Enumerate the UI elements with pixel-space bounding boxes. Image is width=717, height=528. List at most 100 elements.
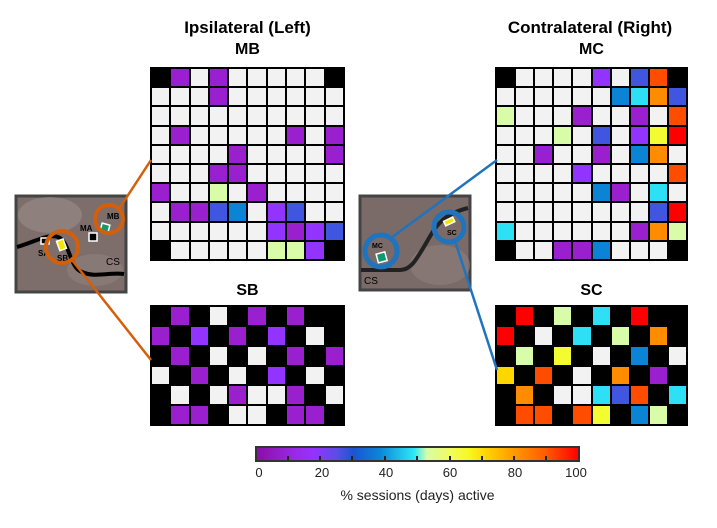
empty-cell — [611, 346, 629, 365]
connector-sc — [453, 240, 499, 371]
heatmap-cell — [573, 326, 591, 345]
heatmap-cell — [229, 107, 247, 125]
empty-cell — [325, 307, 343, 325]
heatmap-cell — [267, 203, 286, 221]
heatmap-cell — [287, 222, 305, 240]
heatmap-cell — [325, 203, 343, 221]
heatmap-cell — [592, 346, 610, 365]
heatmap-cell — [190, 241, 208, 259]
heatmap-cell — [229, 326, 247, 345]
heatmap-cell — [554, 126, 572, 144]
heatmap-cell — [592, 69, 610, 87]
heatmap-cell — [497, 126, 515, 144]
heatmap-cell — [190, 88, 208, 106]
heatmap-cell — [306, 406, 324, 424]
heatmap-cell — [325, 184, 343, 202]
heatmap-cell — [649, 107, 667, 125]
heatmap-cell — [287, 241, 305, 259]
colorbar-minor-tick — [513, 456, 515, 460]
heatmap-cell — [649, 126, 667, 144]
heatmap-cell — [209, 307, 228, 325]
heatmap-cell — [209, 203, 228, 221]
heatmap-cell — [287, 107, 305, 125]
heatmap-cell — [649, 366, 667, 385]
empty-cell — [190, 307, 208, 325]
empty-cell — [152, 241, 170, 259]
heatmap-cell — [649, 69, 667, 87]
heatmap-cell — [287, 386, 305, 405]
label-sb: SB — [57, 254, 68, 263]
heatmap-cell — [248, 145, 266, 163]
heatmap-cell — [152, 203, 170, 221]
heatmap-cell — [630, 346, 648, 365]
heatmap-cell — [554, 165, 572, 183]
empty-cell — [573, 346, 591, 365]
heatmap-cell — [611, 126, 629, 144]
heatmap-cell — [209, 184, 228, 202]
heatmap-cell — [209, 126, 228, 144]
empty-cell — [668, 366, 686, 385]
heatmap-cell — [630, 145, 648, 163]
empty-cell — [248, 366, 266, 385]
connector-mc — [390, 158, 498, 240]
heatmap-cell — [573, 222, 591, 240]
heatmap-cell — [190, 184, 208, 202]
heatmap-cell — [325, 88, 343, 106]
heatmap-cell — [554, 222, 572, 240]
heatmap-cell — [190, 326, 208, 345]
heatmap-cell — [611, 145, 629, 163]
heatmap-cell — [535, 145, 553, 163]
heatmap-cell — [516, 88, 534, 106]
heatmap-cell — [325, 222, 343, 240]
heatmap-cell — [171, 346, 189, 365]
heatmap-cell — [573, 241, 591, 259]
label-sc: SC — [447, 230, 457, 237]
heatmap-cell — [535, 326, 553, 345]
colorbar-tick-label: 40 — [378, 465, 394, 480]
heatmap-cell — [325, 126, 343, 144]
heatmap-cell — [190, 69, 208, 87]
empty-cell — [535, 346, 553, 365]
heatmap-cell — [171, 222, 189, 240]
heatmap-cell — [306, 165, 324, 183]
heatmap-cell — [573, 366, 591, 385]
heatmap-cell — [592, 203, 610, 221]
heatmap-cell — [554, 88, 572, 106]
heatmap-cell — [497, 326, 515, 345]
heatmap-cell — [516, 126, 534, 144]
heatmap-cell — [248, 126, 266, 144]
heatmap-cell — [611, 203, 629, 221]
heatmap-cell — [287, 203, 305, 221]
heatmap-cell — [267, 326, 286, 345]
heatmap-cell — [668, 346, 686, 365]
heatmap-cell — [573, 184, 591, 202]
heatmap-cell — [229, 222, 247, 240]
empty-cell — [592, 366, 610, 385]
heatmap-cell — [267, 386, 286, 405]
heatmap-cell — [267, 126, 286, 144]
heatmap-cell — [190, 145, 208, 163]
label-cs-right: CS — [364, 276, 378, 287]
empty-cell — [649, 307, 667, 325]
heatmap-cell — [171, 107, 189, 125]
heatmap-cell — [267, 165, 286, 183]
empty-cell — [668, 241, 686, 259]
label-mc: MC — [372, 243, 383, 250]
empty-cell — [287, 326, 305, 345]
heatmap-cell — [668, 386, 686, 405]
empty-cell — [325, 241, 343, 259]
heatmap-cell — [649, 165, 667, 183]
heatmap-cell — [668, 222, 686, 240]
heatmap-cell — [668, 107, 686, 125]
heatmap-cell — [535, 241, 553, 259]
empty-cell — [611, 307, 629, 325]
heatmap-cell — [573, 145, 591, 163]
heatmap-cell — [592, 307, 610, 325]
heatmap-cell — [592, 406, 610, 424]
heatmap-cell — [535, 126, 553, 144]
heatmap-cell — [229, 145, 247, 163]
heatmap-cell — [649, 184, 667, 202]
heatmap-cell — [287, 126, 305, 144]
heatmap-cell — [306, 366, 324, 385]
heatmap-cell — [152, 107, 170, 125]
